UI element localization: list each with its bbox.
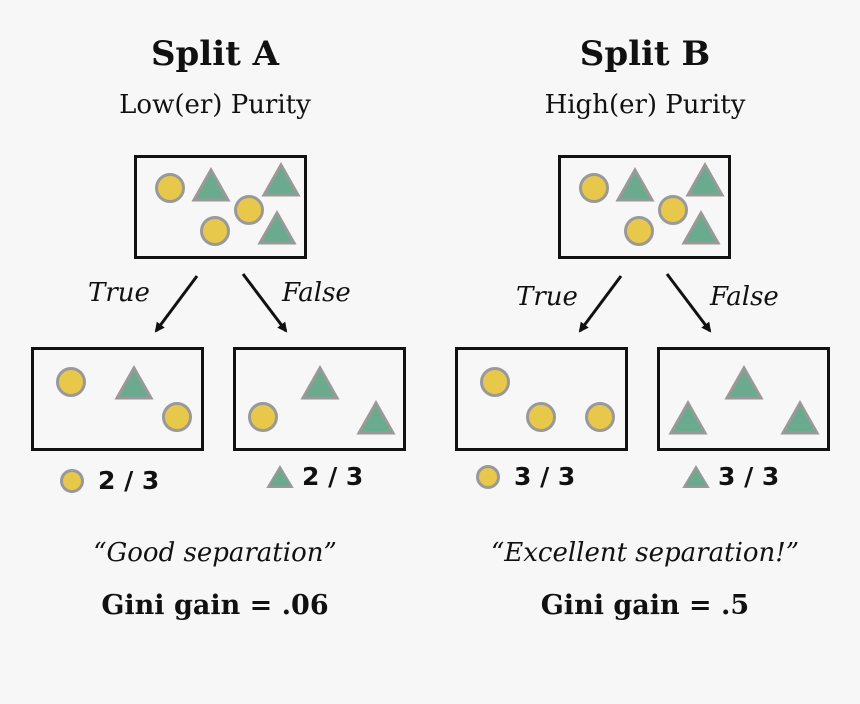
circle-shape [526, 402, 556, 432]
split-b-title: Split B [579, 34, 711, 74]
split-b-left-purity: 3 / 3 [476, 462, 575, 491]
triangle-shape [114, 365, 154, 401]
split-b-right-ratio: 3 / 3 [718, 462, 780, 491]
split-a-gini-gain: Gini gain = .06 [101, 590, 329, 621]
circle-shape [234, 195, 264, 225]
triangle-shape [780, 400, 820, 436]
triangle-shape [681, 210, 721, 246]
split-b-subtitle: High(er) Purity [544, 90, 746, 120]
split-b-true-child-node [455, 347, 628, 451]
circle-shape [155, 173, 185, 203]
circle-shape [480, 367, 510, 397]
split-a-subtitle: Low(er) Purity [119, 90, 311, 120]
split-a-title: Split A [150, 34, 280, 74]
triangle-shape [261, 162, 301, 198]
split-b-gini-gain: Gini gain = .5 [540, 590, 750, 621]
triangle-shape [257, 210, 297, 246]
triangle-shape [191, 167, 231, 203]
triangle-shape [685, 162, 725, 198]
triangle-shape [356, 400, 396, 436]
split-a-arrows [154, 273, 288, 333]
split-a-right-ratio: 2 / 3 [302, 462, 364, 491]
split-a-right-purity: 2 / 3 [266, 462, 363, 491]
triangle-shape [668, 400, 708, 436]
circle-shape [624, 216, 654, 246]
split-b-false-label: False [710, 282, 779, 312]
circle-icon [476, 464, 500, 489]
split-b-true-label: True [516, 282, 578, 312]
split-a-panel: Split A Low(er) Purity True False 2 / 3 [31, 34, 406, 621]
triangle-shape [724, 365, 764, 401]
split-b-parent-node [558, 155, 731, 259]
circle-shape [579, 173, 609, 203]
circle-shape [200, 216, 230, 246]
circle-shape [658, 195, 688, 225]
split-a-quote: “Good separation” [93, 538, 337, 568]
split-a-left-purity: 2 / 3 [60, 466, 159, 495]
split-b-right-purity: 3 / 3 [682, 462, 779, 491]
split-b-quote: “Excellent separation!” [490, 538, 800, 568]
split-a-false-child-node [233, 347, 406, 451]
triangle-shape [300, 365, 340, 401]
split-b-left-ratio: 3 / 3 [514, 462, 576, 491]
circle-shape [56, 367, 86, 397]
split-a-false-label: False [282, 278, 351, 308]
split-b-panel: Split B High(er) Purity True False 3 / 3 [430, 0, 860, 704]
split-b-arrows [578, 273, 712, 333]
circle-shape [162, 402, 192, 432]
split-b-false-child-node [657, 347, 830, 451]
split-a-true-label: True [88, 278, 150, 308]
circle-icon [60, 468, 84, 493]
circle-shape [248, 402, 278, 432]
triangle-shape [615, 167, 655, 203]
split-a-true-child-node [31, 347, 204, 451]
triangle-icon [682, 464, 710, 489]
split-a-left-ratio: 2 / 3 [98, 466, 160, 495]
circle-shape [585, 402, 615, 432]
split-a-parent-node [134, 155, 307, 259]
triangle-icon [266, 464, 294, 489]
